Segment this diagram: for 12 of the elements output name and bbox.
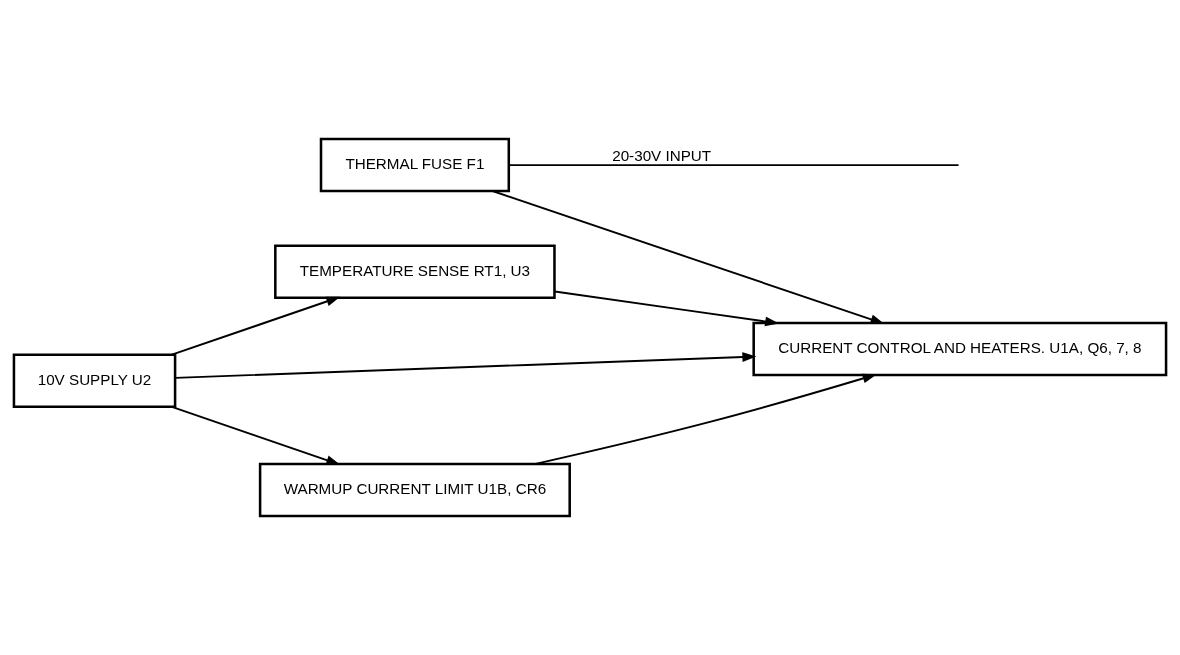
arrow (534, 373, 877, 465)
node-box: CURRENT CONTROL AND HEATERS. U1A, Q6, 7, 8 (752, 321, 1168, 377)
node-box: TEMPERATURE SENSE RT1, U3 (274, 244, 556, 299)
node-box: WARMUP CURRENT LIMIT U1B, CR6 (258, 462, 571, 518)
arrow (170, 406, 341, 465)
connector (507, 164, 960, 167)
arrow (174, 352, 757, 379)
node-box: 10V SUPPLY U2 (12, 353, 177, 409)
edge-label: 20-30V INPUT (612, 146, 712, 164)
node-box: THERMAL FUSE F1 (319, 137, 511, 193)
arrow (492, 190, 885, 325)
arrow (170, 296, 341, 356)
